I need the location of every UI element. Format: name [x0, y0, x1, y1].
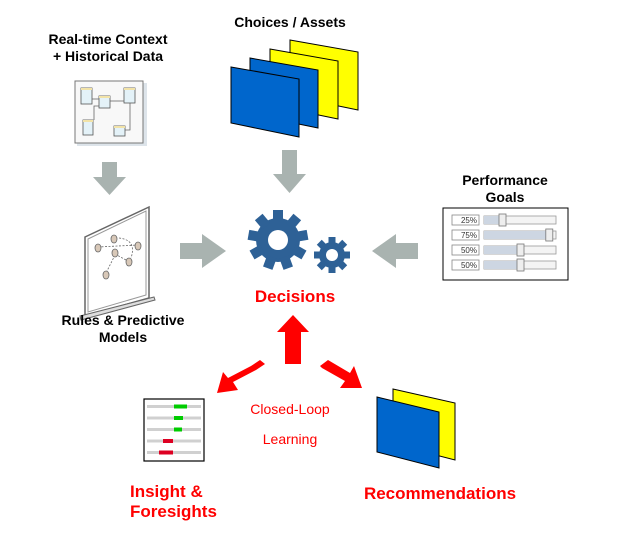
- arrow-down-right-recommend-icon: [320, 360, 362, 388]
- insight-bar-indicator: [174, 404, 187, 409]
- gears-icon: [247, 210, 350, 273]
- goal-slider-thumb[interactable]: [498, 213, 507, 227]
- learning-label: Learning: [262, 431, 318, 447]
- choices-label: Choices / Assets: [234, 14, 346, 30]
- insight-bar-indicator: [174, 416, 183, 420]
- goal-slider-row: 50%: [451, 243, 557, 257]
- arrow-up-decisions-icon: [277, 315, 309, 364]
- arrow-down-choices-icon: [273, 150, 306, 193]
- goal-slider-row: 50%: [451, 258, 557, 272]
- input-arrows: [93, 150, 418, 268]
- insight-bar-row: [147, 439, 201, 443]
- insight-bar-indicator: [159, 450, 173, 455]
- decisions-label: Decisions: [254, 287, 336, 306]
- arrow-down-left-insight-icon: [217, 360, 265, 393]
- closed-loop-label: Closed-Loop: [250, 401, 330, 417]
- insight-bar-indicator: [163, 439, 173, 443]
- goal-slider-fill: [484, 261, 520, 269]
- data-schema-icon: [74, 80, 147, 146]
- feedback-arrows: [217, 315, 362, 393]
- goal-value-text: 25%: [461, 216, 477, 225]
- rules-models-label: Rules & Predictive Models: [61, 312, 185, 345]
- goal-value-box: [451, 214, 480, 226]
- goal-slider-row: 25%: [451, 213, 557, 227]
- goal-value-text: 50%: [461, 246, 477, 255]
- recommendations-label: Recommendations: [363, 484, 517, 503]
- insight-bar-row: [147, 416, 201, 420]
- goal-slider-thumb[interactable]: [516, 243, 525, 257]
- insight-bars-panel: [143, 398, 205, 462]
- goal-value-box: [451, 244, 480, 256]
- performance-goals-label: Performance Goals: [462, 172, 548, 205]
- insight-bar-row: [147, 427, 201, 432]
- arrow-right-rules-icon: [180, 234, 226, 268]
- insight-bar-track: [147, 439, 201, 443]
- performance-goals-panel: 25% 75% 50% 50%: [442, 207, 569, 281]
- context-label: Real-time Context + Historical Data: [48, 31, 168, 64]
- arrow-left-goals-icon: [372, 234, 418, 268]
- goal-slider-fill: [484, 216, 502, 224]
- recommendations-stack-icon: [376, 388, 456, 469]
- insight-foresights-label: Insight & Foresights: [130, 482, 217, 521]
- goal-value-text: 75%: [461, 231, 477, 240]
- goal-slider-row: 75%: [451, 228, 557, 242]
- insight-bar-track: [147, 451, 201, 454]
- goal-slider-thumb[interactable]: [545, 228, 554, 242]
- insight-bar-row: [147, 450, 201, 455]
- insight-bar-indicator: [174, 427, 182, 432]
- goal-slider-fill: [484, 246, 520, 254]
- goal-value-box: [451, 229, 480, 241]
- assets-stack-icon: [230, 39, 359, 138]
- arrow-down-context-icon: [93, 162, 126, 195]
- goal-slider-fill: [484, 231, 549, 239]
- whiteboard-model-icon: [79, 205, 156, 321]
- insight-bar-row: [147, 404, 201, 409]
- goal-value-text: 50%: [461, 261, 477, 270]
- goal-slider-thumb[interactable]: [516, 258, 525, 272]
- goal-value-box: [451, 259, 480, 271]
